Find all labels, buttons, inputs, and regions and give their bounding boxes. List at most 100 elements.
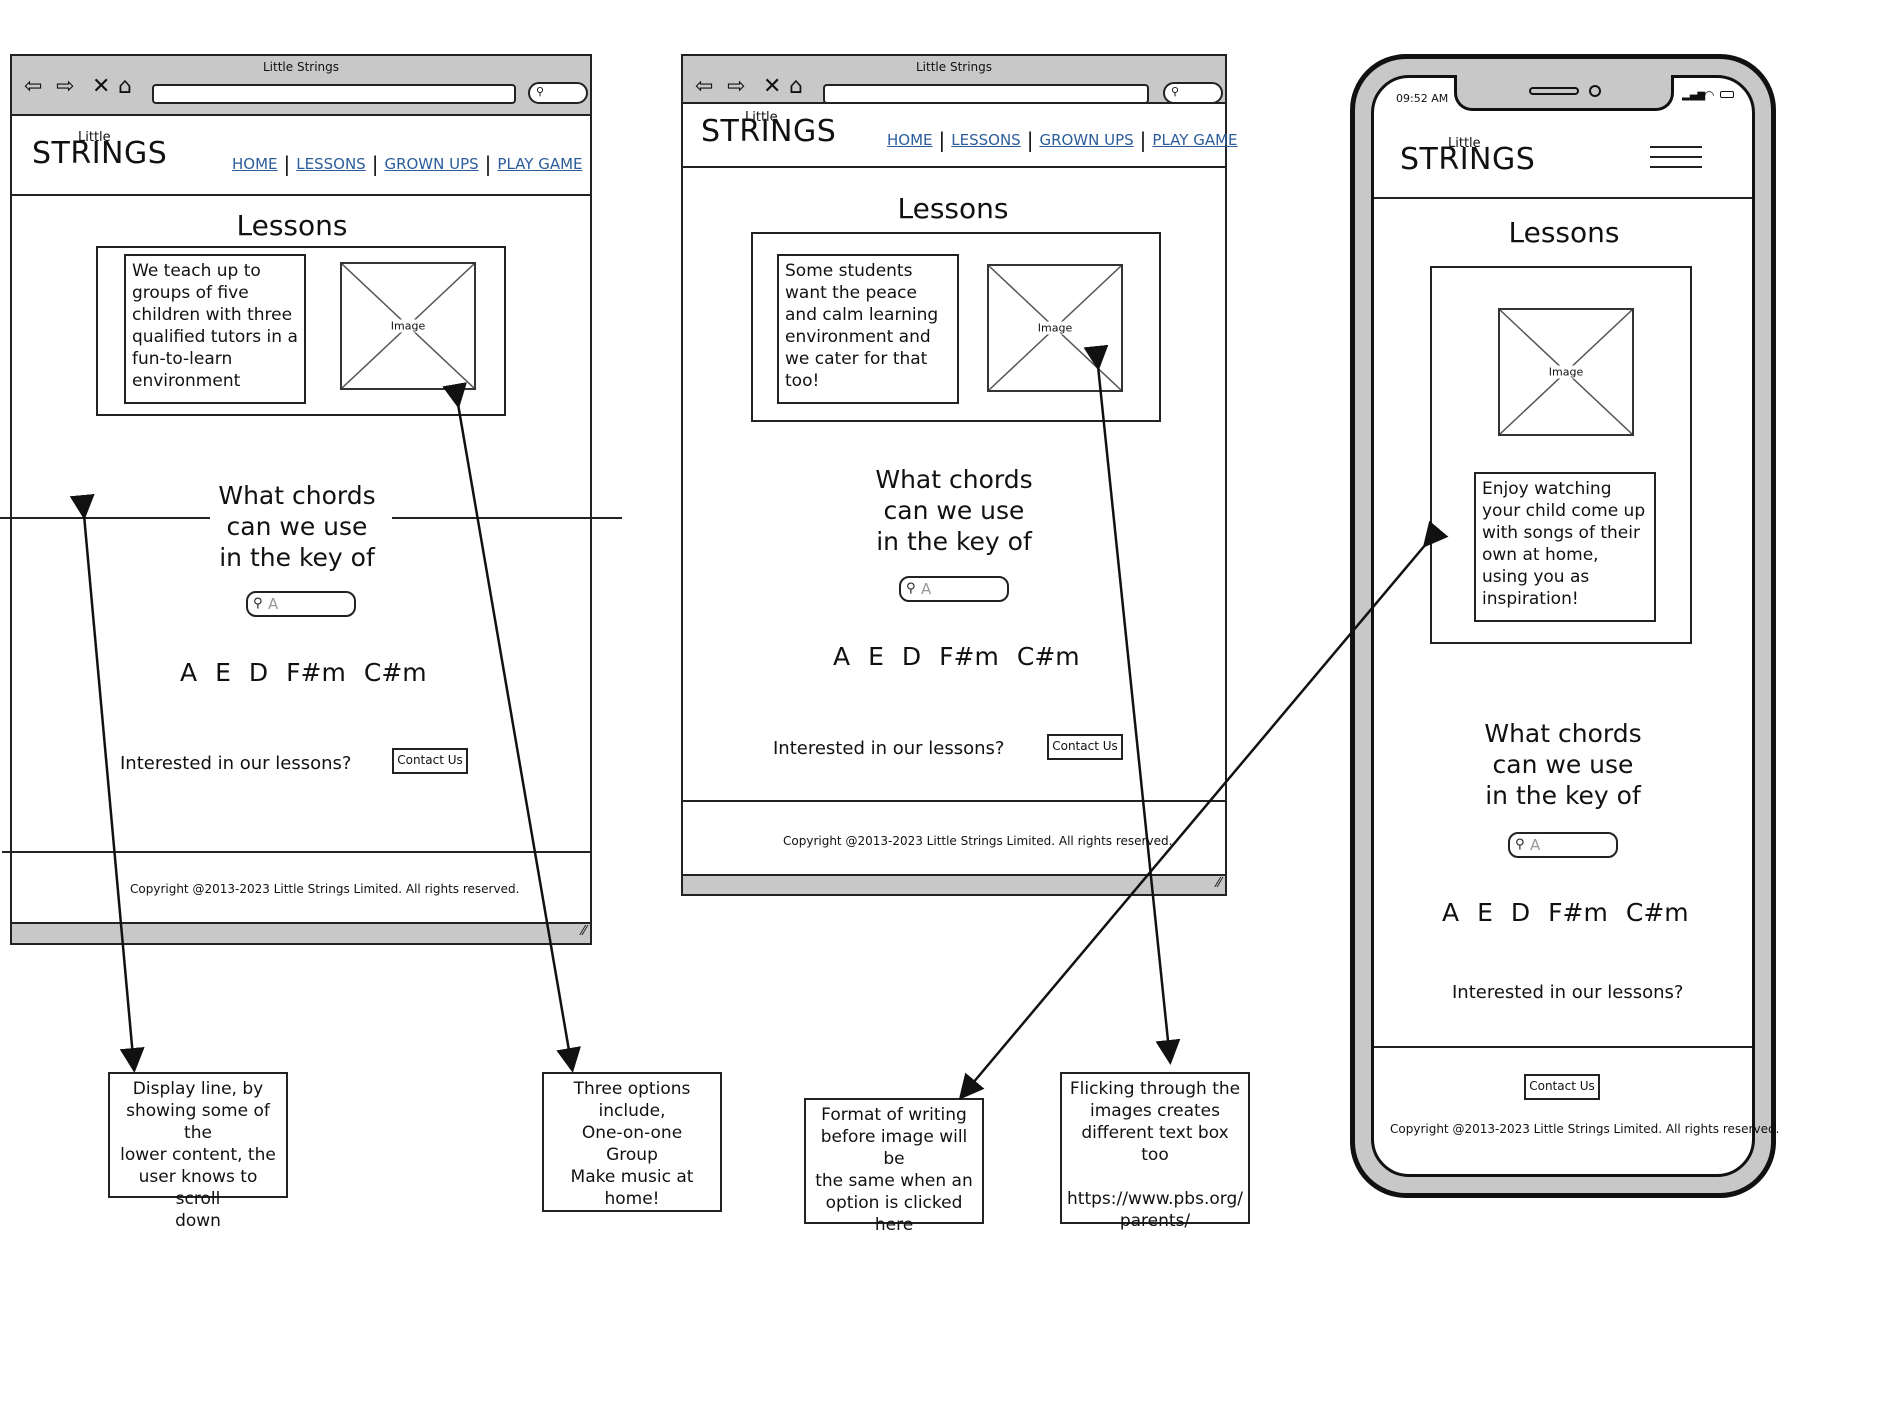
- interest-text: Interested in our lessons?: [1452, 982, 1684, 1003]
- page-title: Lessons: [236, 209, 348, 242]
- footer-divider: [2, 851, 592, 853]
- site-header: Little STRINGS HOME|LESSONS|GROWN UPS|PL…: [12, 116, 590, 196]
- lesson-image[interactable]: Image: [340, 262, 476, 390]
- contact-button[interactable]: Contact Us: [392, 748, 468, 774]
- chord-item[interactable]: F#m: [939, 642, 999, 671]
- search-icon: ⚲: [253, 596, 263, 611]
- battery-icon: [1720, 91, 1734, 98]
- phone-notch: [1454, 75, 1674, 111]
- browser-status-bar: ⁄⁄: [683, 874, 1225, 894]
- lesson-carousel[interactable]: Image Enjoy watching your child come up …: [1430, 266, 1692, 644]
- logo-small-text: Little: [1448, 136, 1481, 151]
- key-search-input[interactable]: ⚲A: [1508, 832, 1618, 858]
- logo[interactable]: STRINGS: [32, 136, 168, 171]
- url-bar[interactable]: [152, 84, 516, 104]
- image-label: Image: [1035, 321, 1075, 335]
- browser-toolbar: Little Strings ⇦ ⇨ ✕ ⌂ ⚲: [12, 56, 590, 116]
- nav-play-game[interactable]: PLAY GAME: [497, 155, 583, 173]
- chord-item[interactable]: D: [901, 642, 922, 671]
- browser-toolbar: Little Strings ⇦ ⇨ ✕ ⌂ ⚲: [683, 56, 1225, 104]
- header-divider: [1374, 197, 1752, 199]
- main-nav: HOME|LESSONS|GROWN UPS|PLAY GAME: [232, 152, 583, 176]
- chord-item[interactable]: E: [215, 658, 231, 687]
- chord-item[interactable]: A: [180, 658, 198, 687]
- browser-search-field[interactable]: ⚲: [528, 82, 588, 104]
- lesson-description: Enjoy watching your child come up with s…: [1474, 472, 1656, 622]
- nav-grown-ups[interactable]: GROWN UPS: [1039, 131, 1134, 149]
- search-icon: ⚲: [906, 581, 916, 596]
- forward-arrow-icon[interactable]: ⇨: [56, 74, 75, 99]
- nav-play-game[interactable]: PLAY GAME: [1152, 131, 1238, 149]
- close-icon[interactable]: ✕: [92, 74, 111, 99]
- interest-text: Interested in our lessons?: [773, 738, 1005, 759]
- chord-item[interactable]: D: [1510, 898, 1531, 927]
- note-display-line: Display line, by showing some of the low…: [108, 1072, 288, 1231]
- forward-arrow-icon[interactable]: ⇨: [727, 74, 746, 99]
- copyright-text: Copyright @2013-2023 Little Strings Limi…: [130, 882, 520, 896]
- signal-icon: ▂▄▆: [1682, 90, 1706, 101]
- camera-icon: [1589, 85, 1601, 97]
- nav-home[interactable]: HOME: [232, 155, 278, 173]
- close-icon[interactable]: ✕: [763, 74, 782, 99]
- logo[interactable]: STRINGS: [701, 114, 837, 149]
- resize-grip-icon[interactable]: ⁄⁄: [1216, 876, 1221, 891]
- note-flicking-images: Flicking through the images creates diff…: [1060, 1072, 1250, 1231]
- search-icon: ⚲: [1515, 837, 1525, 852]
- nav-lessons[interactable]: LESSONS: [951, 131, 1021, 149]
- lesson-description: We teach up to groups of five children w…: [124, 254, 306, 404]
- phone-time: 09:52 AM: [1396, 92, 1449, 105]
- chords-heading: What chords can we use in the key of: [212, 480, 382, 573]
- contact-button[interactable]: Contact Us: [1047, 734, 1123, 760]
- nav-lessons[interactable]: LESSONS: [296, 155, 366, 173]
- resize-grip-icon[interactable]: ⁄⁄: [581, 924, 586, 939]
- nav-grown-ups[interactable]: GROWN UPS: [384, 155, 479, 173]
- main-nav: HOME|LESSONS|GROWN UPS|PLAY GAME: [887, 128, 1238, 152]
- chord-item[interactable]: C#m: [1625, 898, 1689, 927]
- key-search-value: A: [1530, 836, 1541, 854]
- chord-item[interactable]: F#m: [1548, 898, 1608, 927]
- key-search-value: A: [921, 580, 932, 598]
- display-line: [0, 517, 210, 519]
- logo-small-text: Little: [78, 130, 111, 145]
- lesson-image[interactable]: Image: [1498, 308, 1634, 436]
- desktop-browser-mockup: Little Strings ⇦ ⇨ ✕ ⌂ ⚲ Little STRINGS …: [2, 54, 592, 945]
- chord-item[interactable]: F#m: [286, 658, 346, 687]
- phone-screen: 09:52 AM ▂▄▆ ◠ Little STRINGS Lessons Im…: [1371, 75, 1779, 1177]
- chord-item[interactable]: D: [248, 658, 269, 687]
- interest-text: Interested in our lessons?: [120, 753, 352, 774]
- image-label: Image: [1546, 365, 1586, 379]
- copyright-text: Copyright @2013-2023 Little Strings Limi…: [783, 834, 1173, 848]
- back-arrow-icon[interactable]: ⇦: [695, 74, 714, 99]
- contact-button[interactable]: Contact Us: [1524, 1074, 1600, 1100]
- lesson-carousel[interactable]: Some students want the peace and calm le…: [751, 232, 1161, 422]
- window-title: Little Strings: [262, 60, 340, 74]
- chord-item[interactable]: E: [1477, 898, 1493, 927]
- logo[interactable]: STRINGS: [1400, 142, 1536, 177]
- logo-small-text: Little: [745, 110, 778, 125]
- home-icon[interactable]: ⌂: [789, 74, 803, 99]
- nav-home[interactable]: HOME: [887, 131, 933, 149]
- note-three-options: Three options include, One-on-one Group …: [542, 1072, 722, 1212]
- lesson-carousel[interactable]: We teach up to groups of five children w…: [96, 246, 506, 416]
- display-line: [392, 517, 622, 519]
- hamburger-menu-icon[interactable]: [1650, 144, 1702, 170]
- home-icon[interactable]: ⌂: [118, 74, 132, 99]
- back-arrow-icon[interactable]: ⇦: [24, 74, 43, 99]
- lesson-image[interactable]: Image: [987, 264, 1123, 392]
- chord-item[interactable]: C#m: [363, 658, 427, 687]
- chord-item[interactable]: C#m: [1016, 642, 1080, 671]
- url-bar[interactable]: [823, 84, 1149, 104]
- key-search-input[interactable]: ⚲A: [246, 591, 356, 617]
- site-header: Little STRINGS HOME|LESSONS|GROWN UPS|PL…: [683, 104, 1238, 168]
- chord-item[interactable]: E: [868, 642, 884, 671]
- page-title: Lessons: [897, 192, 1009, 225]
- copyright-text: Copyright @2013-2023 Little Strings Limi…: [1390, 1122, 1780, 1136]
- key-search-input[interactable]: ⚲A: [899, 576, 1009, 602]
- chord-item[interactable]: A: [833, 642, 851, 671]
- chord-item[interactable]: A: [1442, 898, 1460, 927]
- footer-divider: [683, 800, 1225, 802]
- browser-search-field[interactable]: ⚲: [1163, 82, 1223, 104]
